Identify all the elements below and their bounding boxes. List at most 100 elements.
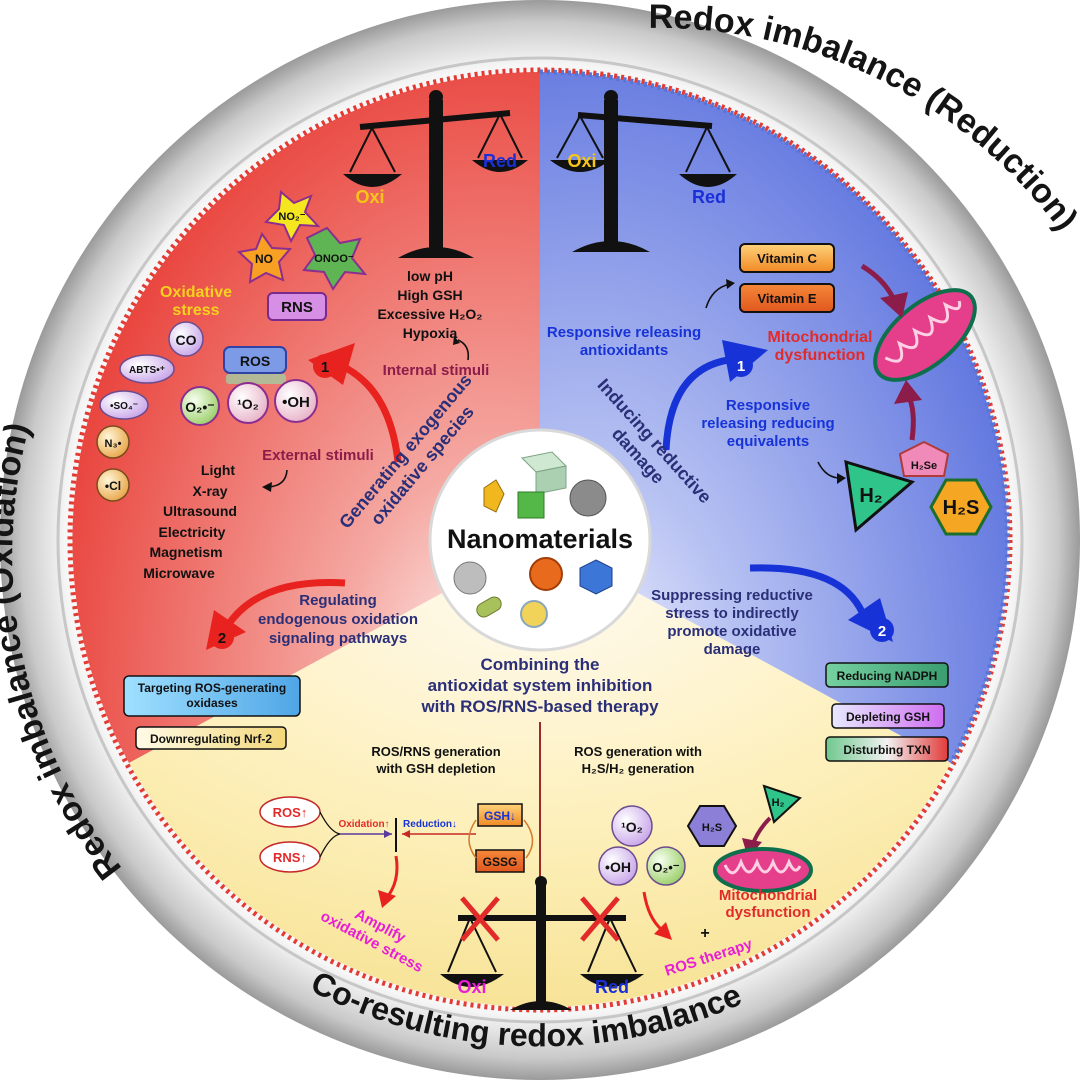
external-item: Microwave [143, 565, 215, 581]
svg-text:H₂Se: H₂Se [911, 460, 937, 472]
svg-text:Depleting GSH: Depleting GSH [846, 710, 930, 724]
svg-text:CO: CO [176, 332, 197, 348]
abts-bubble: ABTS•⁺ [119, 354, 175, 384]
internal-stimuli-label: Internal stimuli [383, 362, 490, 379]
broken-balance-scale: Oxi Red [440, 876, 644, 1010]
external-item: Magnetism [149, 544, 222, 560]
nanoparticle-icons [453, 451, 613, 628]
svg-text:GSSG: GSSG [483, 855, 518, 869]
svg-text:•OH: •OH [605, 859, 631, 875]
svg-text:Downregulating Nrf-2: Downregulating Nrf-2 [150, 732, 272, 746]
mitochondrion-icon-co [713, 847, 813, 893]
h2s-hexagon-co: H₂S [686, 805, 738, 847]
svg-text:1: 1 [737, 358, 745, 375]
external-item: X-ray [192, 483, 227, 499]
depleting-gsh-box: Depleting GSH [831, 703, 945, 729]
o2-radical-bubble: O₂•⁻ [180, 386, 220, 426]
h2-triangle-co: H₂ [762, 784, 802, 824]
o2-radical-bubble-co: O₂•⁻ [646, 846, 686, 886]
onoo-star: ONOO⁻ [302, 226, 368, 291]
red-scale-oxi-label: Oxi [567, 151, 596, 171]
svg-text:ROS↑: ROS↑ [273, 805, 308, 820]
nanomaterials-title: Nanomaterials [447, 524, 633, 554]
rns-up-ellipse: RNS↑ [259, 841, 321, 873]
plus-sign: + [700, 925, 709, 942]
no2-star: NO₂⁻ [263, 190, 321, 244]
red-arrow-2 [749, 564, 866, 614]
reducing-nadph-box: Reducing NADPH [825, 662, 949, 688]
rns-box: RNS [267, 292, 327, 321]
svg-text:•SO₄⁻: •SO₄⁻ [110, 401, 138, 412]
external-stimuli-label: External stimuli [262, 447, 374, 464]
internal-conditions-list: low pH High GSH Excessive H₂O₂ Hypoxia [377, 268, 482, 341]
svg-text:¹O₂: ¹O₂ [621, 819, 643, 835]
so4-bubble: •SO₄⁻ [99, 390, 149, 420]
ox-scale-oxi-label: Oxi [355, 187, 384, 207]
vitamin-e-box: Vitamin E [739, 283, 835, 313]
h2se-pentagon: H₂Se [898, 440, 950, 477]
internal-item: High GSH [397, 287, 462, 303]
mitochondrion-icon [873, 288, 977, 382]
svg-text:2: 2 [878, 623, 886, 640]
svg-text:NO: NO [255, 252, 273, 266]
svg-text:•OH: •OH [282, 394, 310, 411]
vitamin-c-box: Vitamin C [739, 243, 835, 273]
no-star: NO [236, 231, 293, 284]
svg-text:•Cl: •Cl [105, 479, 121, 493]
red-badge-2: 2 [870, 618, 894, 642]
svg-text:GSH↓: GSH↓ [484, 809, 516, 823]
external-stimuli-list: Light X-ray Ultrasound Electricity Magne… [143, 462, 237, 581]
svg-text:Vitamin E: Vitamin E [757, 291, 816, 306]
svg-text:H₂S: H₂S [943, 497, 980, 519]
external-item: Light [201, 462, 236, 478]
ros-up-ellipse: ROS↑ [259, 796, 321, 828]
n3-bubble: N₃• [96, 425, 130, 459]
oxidation-balance-scale: Oxi Red [343, 90, 528, 258]
h2s-hexagon: H₂S [929, 478, 993, 536]
singlet-oxygen-bubble-co: ¹O₂ [611, 805, 653, 847]
svg-text:Disturbing TXN: Disturbing TXN [843, 743, 930, 757]
external-item: Electricity [159, 524, 226, 540]
svg-text:RNS↑: RNS↑ [273, 850, 307, 865]
hydroxyl-bubble-co: •OH [598, 846, 638, 886]
ros-box: ROS [223, 346, 287, 374]
downregulating-nrf2-box: Downregulating Nrf-2 [135, 726, 287, 750]
svg-text:N₃•: N₃• [105, 438, 122, 450]
reduction-down-label: Reduction↓ [403, 819, 457, 830]
co-scale-oxi-label: Oxi [457, 977, 486, 997]
svg-text:O₂•⁻: O₂•⁻ [652, 860, 679, 875]
co-scale-red-label: Red [595, 977, 629, 997]
svg-text:RNS: RNS [281, 299, 313, 316]
svg-text:Reducing NADPH: Reducing NADPH [837, 669, 938, 683]
svg-text:ONOO⁻: ONOO⁻ [314, 253, 354, 265]
external-item: Ultrasound [163, 503, 237, 519]
ox-badge-2: 2 [210, 625, 234, 649]
gsh-down-box: GSH↓ [477, 803, 523, 827]
singlet-oxygen-bubble: ¹O₂ [227, 382, 269, 424]
red-badge-1: 1 [729, 353, 753, 377]
svg-text:Vitamin C: Vitamin C [757, 251, 817, 266]
red-arrow-1 [662, 356, 729, 451]
svg-text:H₂: H₂ [772, 797, 785, 809]
ox-badge-1: 1 [313, 354, 337, 378]
cl-bubble: •Cl [96, 468, 130, 502]
svg-text:2: 2 [218, 630, 226, 647]
ox-arrow-2 [225, 579, 346, 628]
svg-text:O₂•⁻: O₂•⁻ [185, 399, 214, 415]
svg-text:H₂: H₂ [859, 485, 882, 507]
svg-text:ABTS•⁺: ABTS•⁺ [129, 365, 165, 376]
red-scale-red-label: Red [692, 187, 726, 207]
membrane-lipids [67, 67, 1013, 1013]
